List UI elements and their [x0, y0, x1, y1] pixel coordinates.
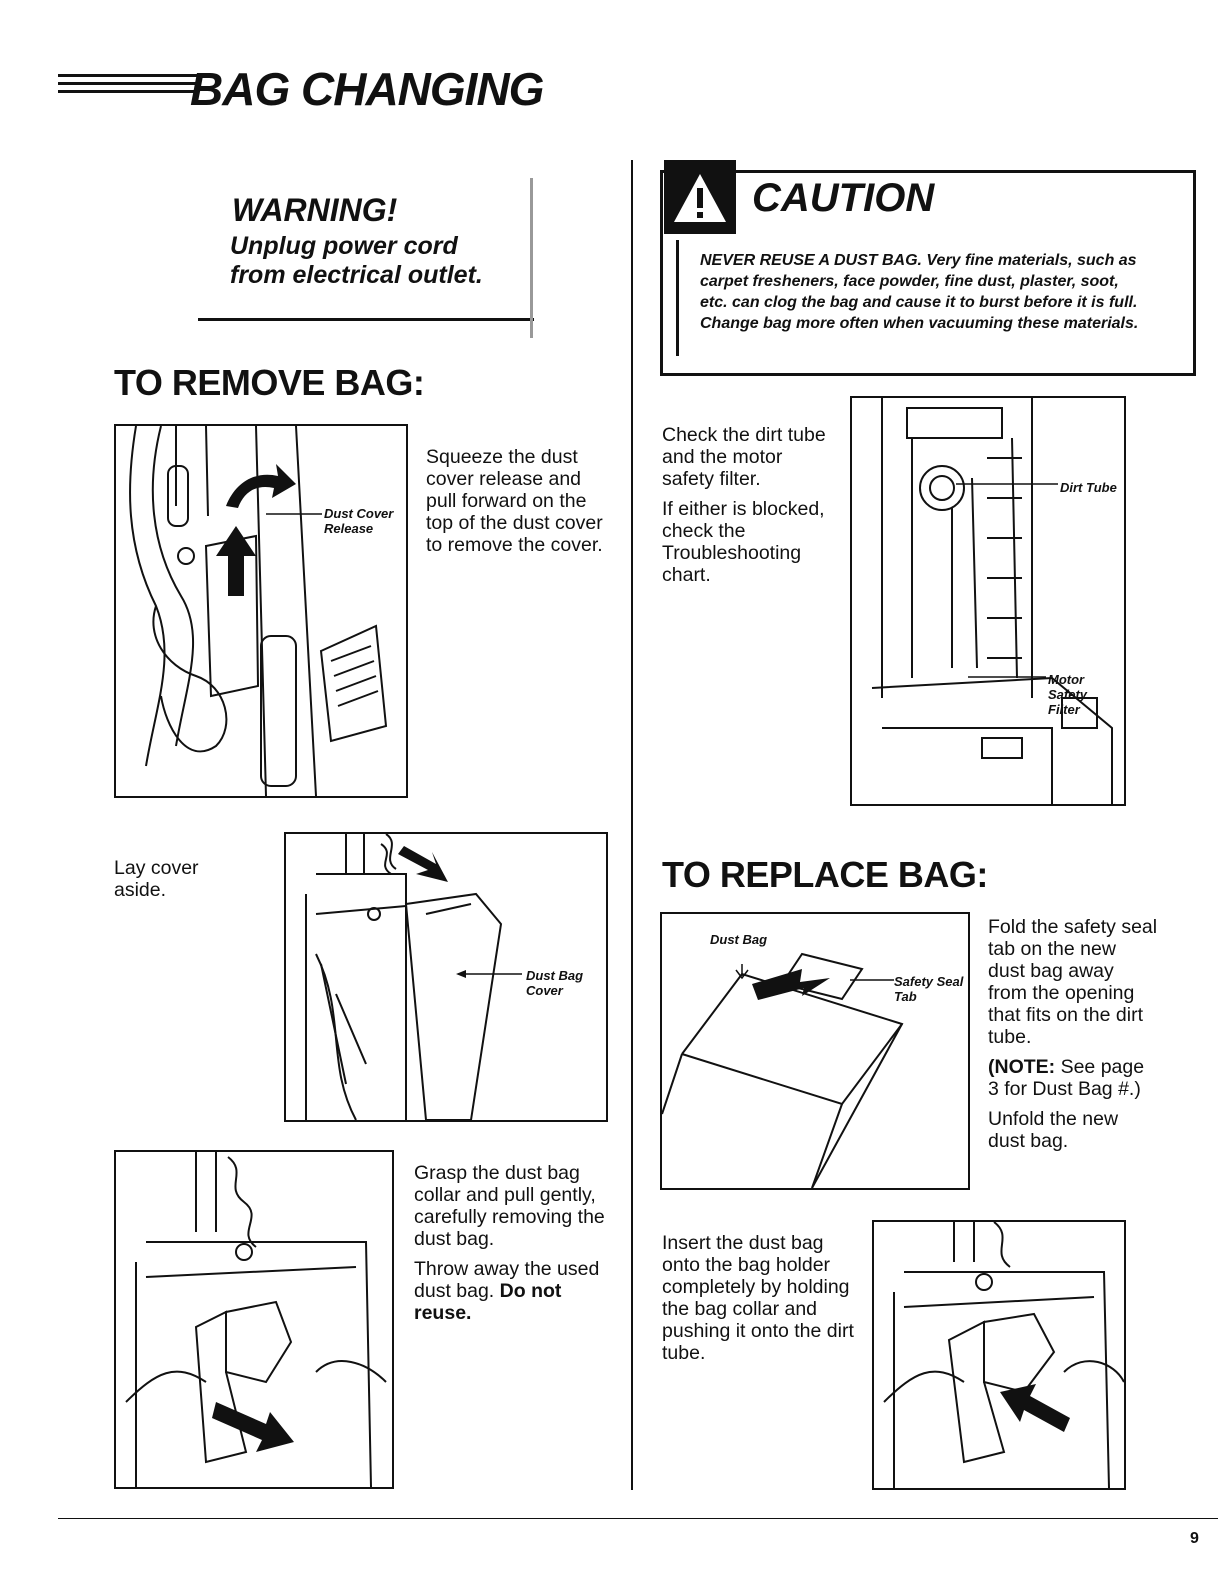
check-p1: Check the dirt tube and the motor safety…	[662, 424, 826, 490]
figure-dust-cover-release: Dust Cover Release	[114, 424, 408, 798]
callout-safety-seal-tab: Safety Seal Tab	[894, 974, 964, 1004]
figure-dust-bag-cover: Dust Bag Cover	[284, 832, 608, 1122]
replace-p2: Unfold the new dust bag.	[988, 1108, 1119, 1152]
replace-p1: Fold the safety seal tab on the new dust…	[988, 916, 1158, 1048]
callout-dust-bag-cover: Dust Bag Cover	[526, 968, 584, 998]
warning-triangle-icon	[664, 160, 736, 234]
page-number: 9	[1190, 1530, 1199, 1547]
remove-step2-text: Lay cover aside.	[114, 857, 199, 901]
callout-dust-bag: Dust Bag	[710, 932, 768, 947]
column-divider	[631, 160, 633, 1490]
replace-text: Fold the safety seal tab on the new dust…	[988, 916, 1158, 1160]
caution-title: CAUTION	[752, 176, 935, 220]
replace-note: (NOTE: See page 3 for Dust Bag #.)	[988, 1056, 1158, 1100]
replace-heading: TO REPLACE BAG:	[662, 854, 988, 895]
title-rule-lines	[58, 74, 198, 96]
replace-note-label: (NOTE:	[988, 1056, 1056, 1078]
caution-box	[660, 170, 1196, 376]
remove-step3a-text: Grasp the dust bag collar and pull gentl…	[414, 1162, 605, 1250]
warning-title: WARNING!	[232, 192, 398, 228]
remove-step3b: Throw away the used dust bag. Do not reu…	[414, 1258, 614, 1324]
footer-rule	[58, 1518, 1218, 1519]
warning-underline	[198, 318, 534, 321]
remove-step3-text: Grasp the dust bag collar and pull gentl…	[414, 1162, 614, 1332]
replace-p3: Insert the dust bag onto the bag holder …	[662, 1232, 854, 1364]
remove-step3b-text: Throw away the used dust bag.	[414, 1258, 600, 1302]
figure-dirt-tube-filter: Dirt Tube Motor Safety Filter	[850, 396, 1126, 806]
remove-step1-text: Squeeze the dust cover release and pull …	[426, 446, 603, 556]
check-text: Check the dirt tube and the motor safety…	[662, 424, 832, 594]
warning-side-rule	[530, 178, 533, 338]
replace-note-text: See page 3 for Dust Bag #.)	[988, 1056, 1145, 1100]
warning-text: Unplug power cord from electrical outlet…	[230, 232, 483, 289]
check-p2: If either is blocked, check the Troubles…	[662, 498, 825, 586]
caution-text: NEVER REUSE A DUST BAG. Very fine materi…	[700, 252, 1139, 332]
callout-dust-cover-release: Dust Cover Release	[324, 506, 394, 536]
remove-heading: TO REMOVE BAG:	[114, 362, 425, 403]
callout-motor-safety-filter: Motor Safety Filter	[1048, 672, 1088, 717]
figure-insert-dust-bag	[872, 1220, 1126, 1490]
figure-new-dust-bag: Dust Bag Safety Seal Tab	[660, 912, 970, 1190]
page-title: BAG CHANGING	[190, 63, 544, 115]
remove-step3b-bold: Do not reuse.	[414, 1280, 562, 1324]
caution-inner-rule	[676, 240, 1149, 356]
callout-dirt-tube: Dirt Tube	[1060, 480, 1117, 495]
figure-remove-dust-bag	[114, 1150, 394, 1489]
